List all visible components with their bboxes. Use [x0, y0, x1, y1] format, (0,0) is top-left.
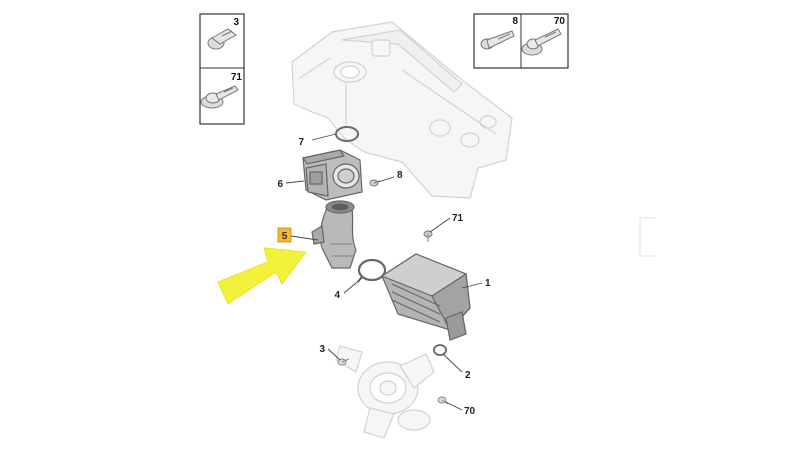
long-bolt-8-icon [480, 30, 515, 50]
intake-elbow-hose-5 [311, 200, 357, 269]
cylinder-head-ghost [291, 21, 513, 199]
throttle-body-6 [302, 149, 363, 201]
callout-1: 1 [485, 278, 491, 289]
callout-4: 4 [334, 290, 340, 301]
bolt-3 [337, 358, 350, 366]
hex-bolt-3-icon [207, 28, 237, 50]
turbocharger-ghost [335, 345, 435, 439]
callout-3-lower: 3 [319, 344, 325, 355]
charge-air-cooler-1 [380, 253, 471, 341]
flange-screw-71-icon [200, 85, 239, 109]
callout-70-lower: 70 [464, 406, 476, 417]
callout-5: 5 [282, 231, 288, 242]
legend-label-3: 3 [233, 17, 239, 28]
highlight-label-5: 5 [277, 227, 292, 243]
hose-clamp-4 [357, 258, 387, 283]
bolt-8 [369, 179, 381, 187]
legend-label-71: 71 [231, 72, 243, 83]
legend-box-right: 8 70 [473, 13, 569, 69]
callout-8: 8 [397, 170, 403, 181]
leader-lines [285, 133, 483, 411]
bolt-70 [437, 396, 449, 405]
callout-6: 6 [277, 179, 283, 190]
gasket-2 [433, 344, 447, 356]
callout-71-upper: 71 [452, 213, 464, 224]
flange-bolt-70-icon [521, 28, 562, 56]
callout-2: 2 [465, 370, 471, 381]
pointer-arrow [217, 247, 307, 305]
legend-label-70: 70 [554, 16, 566, 27]
highlight-label-bg [277, 227, 292, 243]
callout-7: 7 [298, 137, 304, 148]
legend-label-8: 8 [512, 16, 518, 27]
edge-frame-fragment [639, 217, 656, 257]
legend-box-left: 3 71 [199, 13, 245, 125]
screw-71 [423, 230, 433, 242]
